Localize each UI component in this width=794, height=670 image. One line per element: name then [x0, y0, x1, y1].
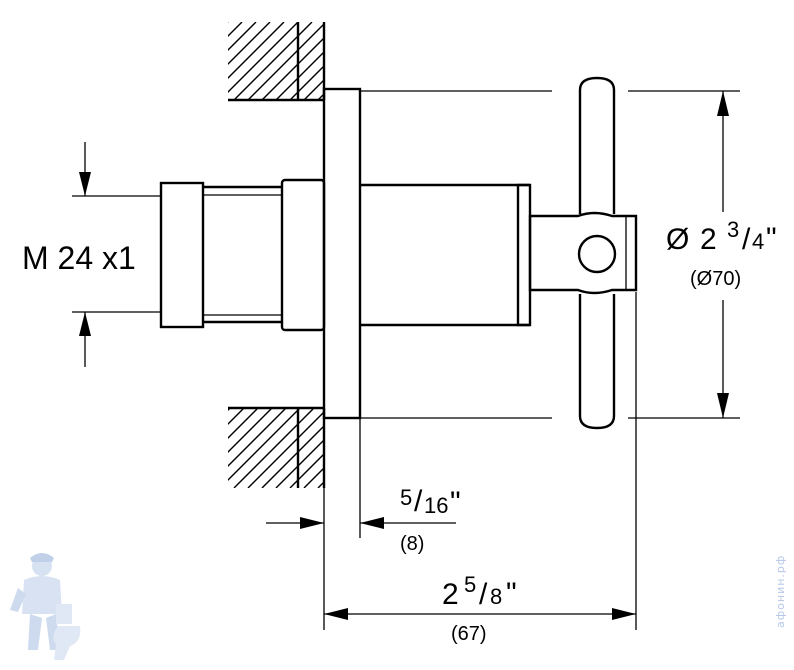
projection-dimension	[324, 292, 637, 630]
diameter-whole: 2	[700, 223, 717, 256]
wall-flange	[322, 87, 362, 420]
flange-metric: (8)	[400, 533, 424, 555]
thread-dimension	[72, 142, 160, 367]
cross-handle	[528, 76, 638, 430]
hatch-line	[374, 22, 452, 100]
hatch-line	[228, 22, 285, 79]
hatch-line	[332, 408, 412, 488]
diameter-dimension	[360, 90, 740, 419]
hatch-line	[275, 439, 324, 488]
hatch-line	[289, 453, 324, 488]
hatch-line	[388, 408, 468, 488]
hatch-line	[228, 408, 231, 411]
diameter-label: Ø 2 3 / 4 " (Ø70)	[666, 217, 777, 290]
flange-frac-num: 5	[400, 485, 412, 510]
projection-inch: "	[506, 577, 517, 610]
hatch-line	[228, 408, 245, 425]
watermark-text: афонин.рф	[774, 555, 787, 628]
hatch-line	[228, 22, 229, 23]
threaded-connector	[159, 178, 326, 332]
hatch-line	[360, 22, 438, 100]
hatch-line	[346, 408, 426, 488]
hatch-line	[228, 22, 271, 65]
hatch-line	[275, 51, 324, 100]
hatch-line	[228, 22, 243, 37]
flange-frac-den: 16	[424, 493, 448, 518]
wall-section-bottom	[228, 406, 468, 488]
watermark-logo	[10, 553, 81, 660]
diameter-frac-den: 4	[752, 229, 764, 254]
hatch-line	[360, 408, 440, 488]
hatch-line	[388, 22, 466, 100]
diameter-symbol: Ø	[666, 223, 689, 256]
hatch-line	[317, 481, 324, 488]
diameter-frac-slash: /	[742, 223, 751, 256]
projection-frac-slash: /	[479, 578, 488, 611]
hatch-line	[228, 22, 257, 51]
diameter-frac-num: 3	[727, 217, 739, 242]
diameter-metric: (Ø70)	[690, 268, 741, 290]
projection-metric: (67)	[451, 623, 487, 645]
projection-whole: 2	[442, 578, 459, 611]
hatch-line	[247, 23, 324, 100]
hatch-line	[233, 408, 315, 488]
hatch-line	[228, 408, 287, 467]
thread-size-label: M 24 x1	[22, 240, 136, 276]
hatch-line	[303, 79, 324, 100]
flange-thickness-dimension	[266, 418, 456, 630]
projection-label: 2 5 / 8 " (67)	[442, 572, 517, 645]
wall-section-top	[228, 22, 466, 102]
flange-inch: "	[450, 486, 461, 519]
hatch-line	[261, 425, 324, 488]
hatch-line	[228, 408, 273, 453]
hatch-line	[228, 22, 299, 93]
projection-frac-den: 8	[490, 584, 502, 609]
diameter-inch: "	[766, 222, 777, 255]
hatch-line	[289, 65, 324, 100]
hatch-line	[374, 408, 454, 488]
hatch-line	[247, 411, 324, 488]
projection-frac-num: 5	[464, 572, 476, 597]
flange-thickness-label: 5 / 16 " (8)	[400, 485, 461, 555]
valve-sleeve	[360, 183, 532, 327]
hatch-line	[228, 408, 301, 481]
hatch-line	[228, 408, 259, 439]
hatch-line	[303, 467, 324, 488]
flange-frac-slash: /	[414, 485, 423, 518]
hatch-line	[261, 37, 324, 100]
